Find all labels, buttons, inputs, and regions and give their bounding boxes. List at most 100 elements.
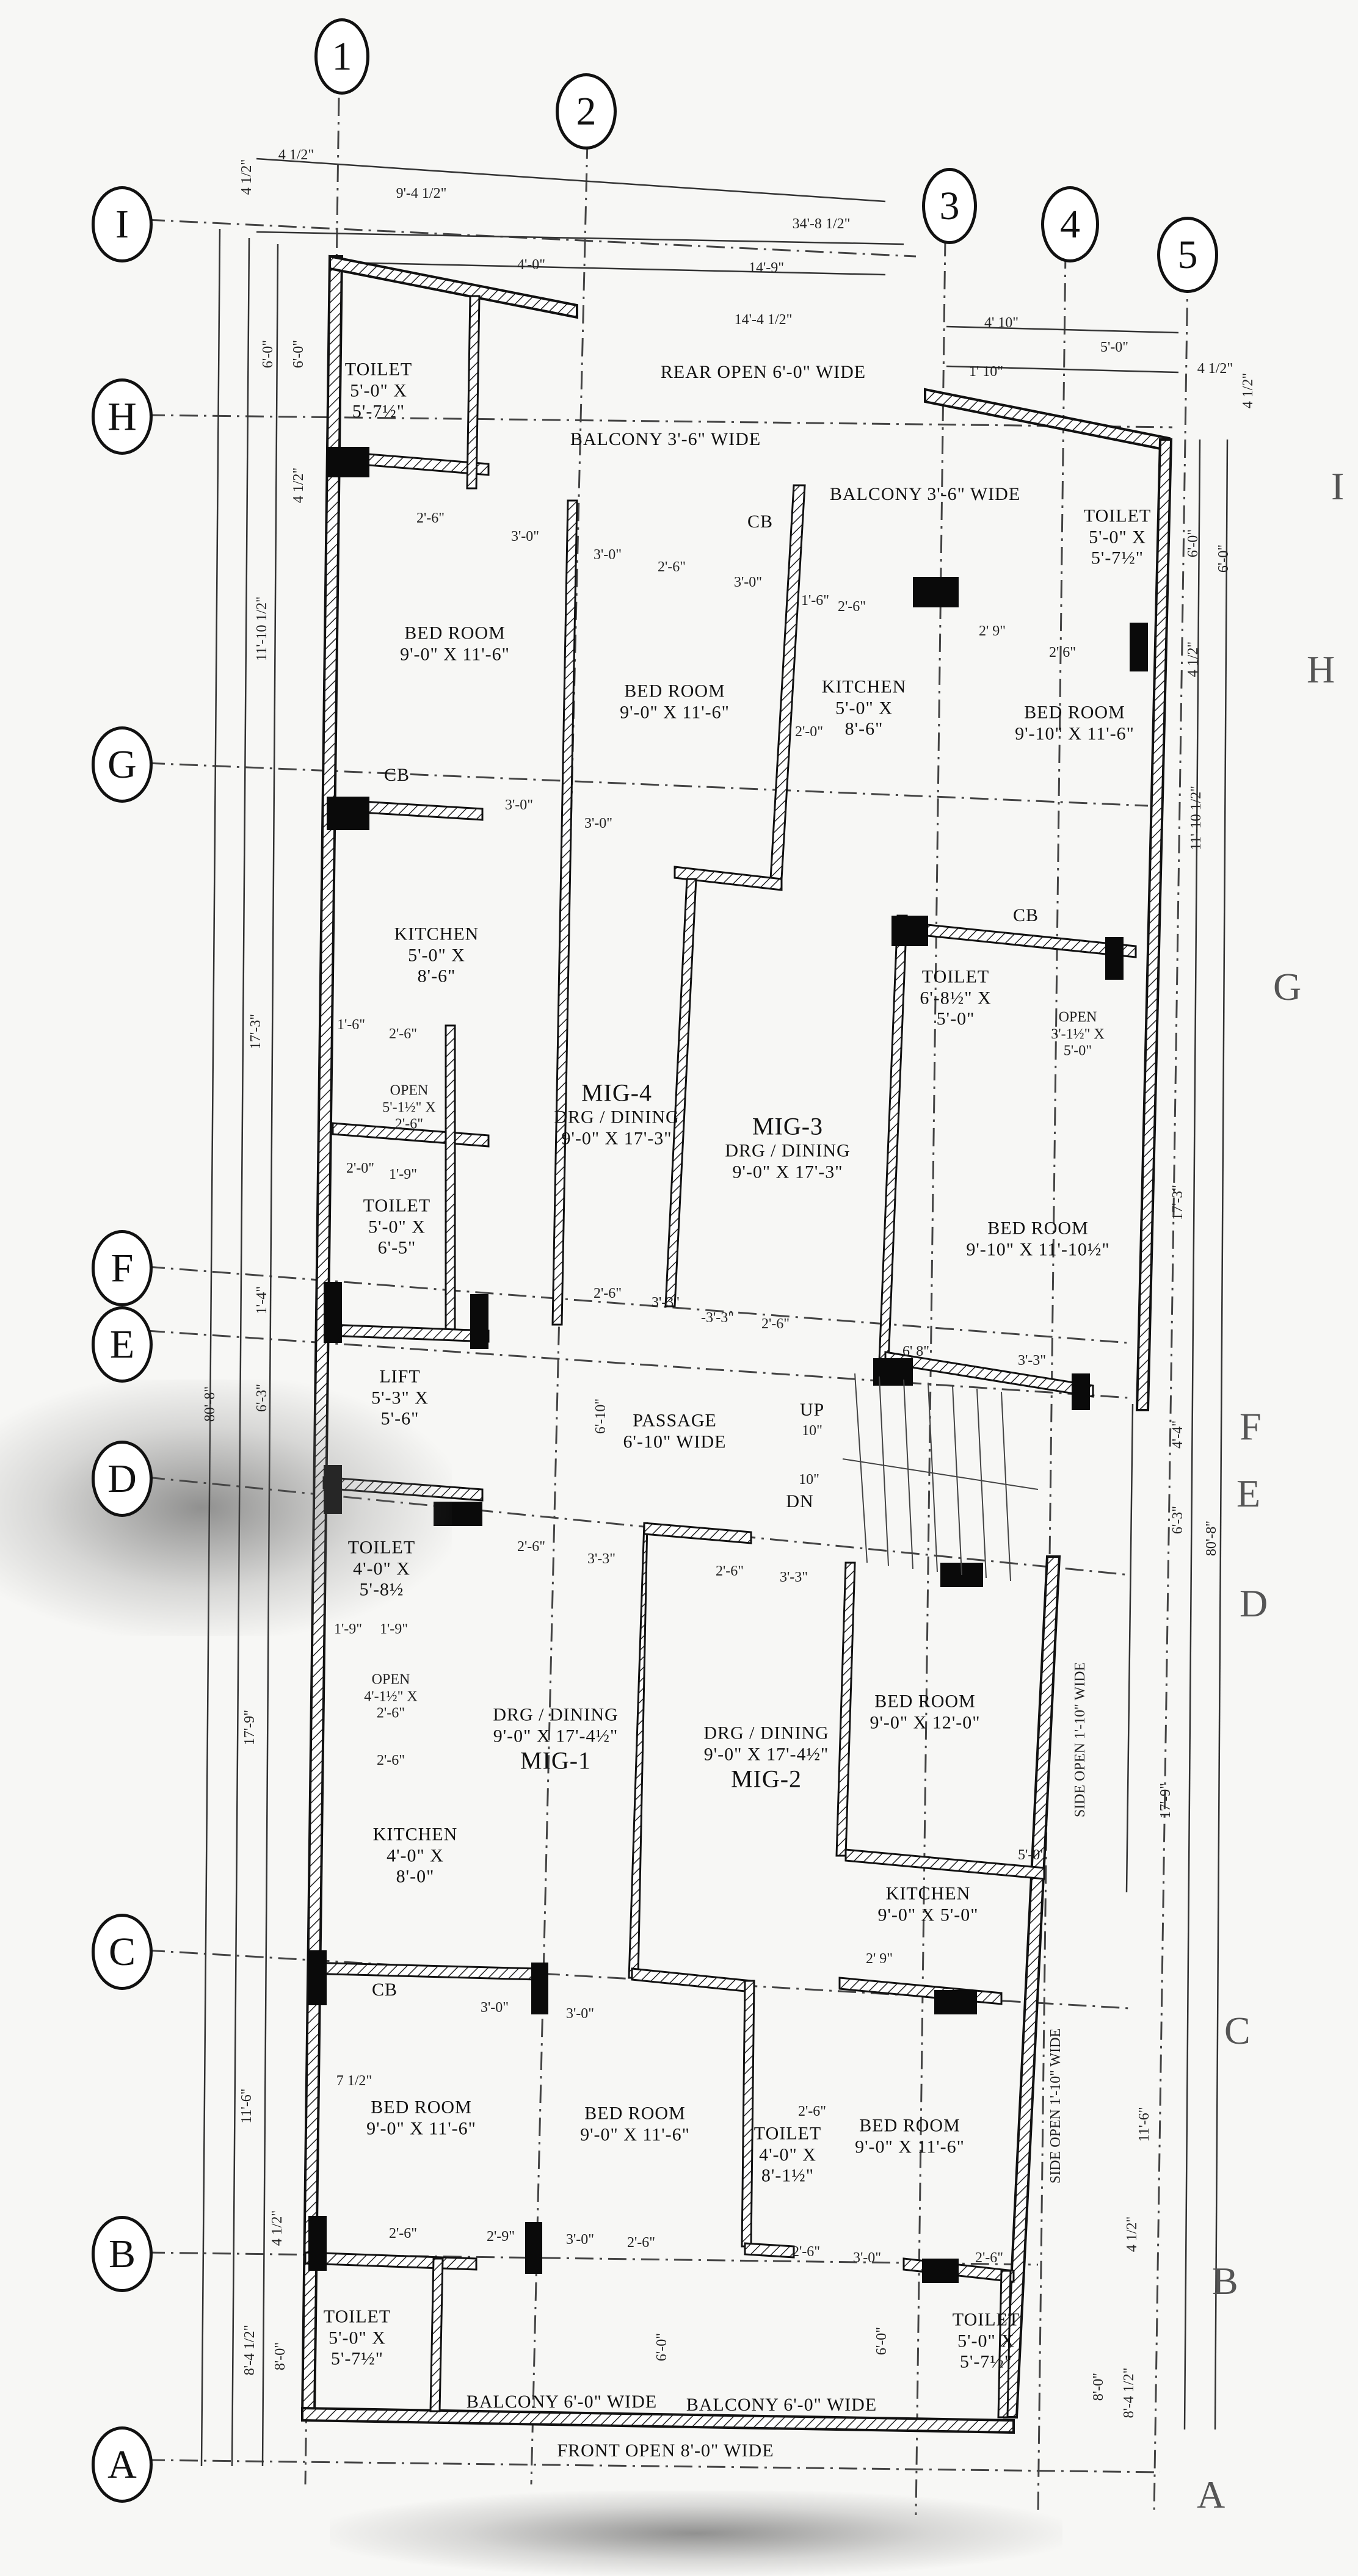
dim-inner: 2'-6"	[791, 2244, 821, 2260]
dim-top: 4'-0"	[517, 257, 546, 273]
dim-inner: 2'-6"	[626, 2235, 656, 2251]
dim-left: 8'-0"	[272, 2342, 289, 2371]
dim-inner: 3'-0"	[593, 547, 622, 563]
dim-right: 17'-9"	[1158, 1782, 1174, 1819]
dim-inner: 3'-0"	[565, 2006, 595, 2022]
dim-inner: 2'-6"	[975, 2250, 1004, 2267]
column	[470, 1294, 488, 1349]
grid-bubble-row-H: H	[92, 378, 153, 455]
grid-line-row-G	[146, 762, 1149, 807]
structural-columns	[308, 447, 1148, 2283]
ghost-label-G: G	[1273, 965, 1302, 1008]
wall-right-lower	[1003, 1555, 1061, 2419]
column	[1105, 937, 1124, 980]
label-balcony-bottom-1: BALCONY 6'-0" WIDE	[466, 2391, 658, 2412]
dim-inner: 1'-9"	[379, 1621, 408, 1638]
column	[1130, 623, 1148, 671]
grid-bubble-col-5: 5	[1157, 217, 1218, 293]
dim-top: 1' 10"	[968, 364, 1004, 380]
dim-inner: 1'-9"	[333, 1621, 363, 1638]
cb-label: CB	[383, 764, 410, 785]
dim-top: 4' 10"	[984, 315, 1019, 331]
grid-line-row-H	[146, 414, 1173, 429]
grid-bubble-row-D: D	[92, 1441, 153, 1517]
dim-inner: 3'-0"	[510, 529, 540, 545]
dim-inner: 3'-0"	[733, 574, 763, 591]
dim-inner: 2' 6"	[1048, 645, 1077, 661]
stair-steps	[842, 1373, 1039, 1582]
dim-inner: -3'-3"	[700, 1310, 735, 1326]
dim-right: 4 1/2"	[1124, 2216, 1141, 2252]
grid-line-row-I	[146, 219, 917, 258]
grid-line-row-F	[146, 1265, 1130, 1344]
dim-left: 4 1/2"	[291, 467, 307, 504]
dim-right: 8'-0"	[1091, 2372, 1107, 2401]
column	[913, 577, 959, 607]
dim-right: 4 1/2"	[1185, 641, 1202, 678]
grid-bubble-col-1: 1	[314, 18, 369, 95]
dim-top: 14'-4 1/2"	[734, 312, 793, 328]
grid-bubble-col-4: 4	[1041, 186, 1099, 262]
dim-inner: 3'-3"	[1017, 1353, 1047, 1369]
dimension-lines	[200, 157, 1229, 2467]
wall-right-upper	[1135, 438, 1173, 1411]
dim-inner: 2'-6"	[416, 510, 445, 527]
dim-left: 11'-6"	[239, 2088, 255, 2124]
dim-inner: 2'-6"	[715, 1563, 744, 1580]
column	[531, 1963, 548, 2014]
cb-label: CB	[1012, 905, 1039, 925]
dim-left: 6'-0"	[260, 339, 277, 369]
grid-bubble-row-E: E	[92, 1306, 153, 1383]
dim-top: 9'-4 1/2"	[396, 186, 447, 202]
dim-inner: 2'-6"	[797, 2104, 827, 2120]
dim-inner: 6'-10"	[593, 1398, 609, 1435]
dim-inner: 7 1/2"	[336, 2073, 372, 2089]
ghost-label-A: A	[1197, 2473, 1225, 2516]
dim-top: 4 1/2"	[278, 147, 314, 164]
label-side-open-1: SIDE OPEN 1'-10" WIDE	[1072, 1662, 1089, 1818]
dim-right: 6'-3"	[1170, 1505, 1186, 1535]
dim-inner: 3'-0"	[584, 816, 613, 832]
column	[525, 2222, 542, 2274]
label-balcony-top-right: BALCONY 3'-6" WIDE	[829, 483, 1021, 504]
column	[308, 2216, 327, 2271]
column	[1072, 1373, 1090, 1410]
dim-inner: 6' 8"	[902, 1344, 930, 1360]
dim-inner: 1'-6"	[801, 593, 830, 609]
grid-line-col-2	[530, 140, 589, 2485]
dim-top: 4 1/2"	[1240, 372, 1257, 409]
dim-inner: 2'-0"	[794, 724, 824, 740]
grid-line-row-B	[146, 2251, 1039, 2266]
dim-left: 1'-4"	[254, 1286, 271, 1315]
label-rear-open: REAR OPEN 6'-0" WIDE	[660, 361, 866, 382]
cb-label: CB	[747, 511, 774, 532]
column	[891, 916, 928, 946]
dim-left: 17'-3"	[248, 1013, 264, 1050]
column	[324, 1282, 342, 1343]
grid-bubble-row-C: C	[92, 1914, 153, 1990]
dim-left: 6'-3"	[254, 1383, 271, 1413]
wall-bottom	[301, 2406, 1015, 2434]
dim-right: 17'-3"	[1170, 1184, 1186, 1221]
dim-inner: 2'-9"	[486, 2229, 515, 2245]
dim-right: 80'-8"	[1204, 1520, 1220, 1557]
dim-inner: 3'-0"	[565, 2232, 595, 2248]
ghost-label-E: E	[1236, 1472, 1261, 1515]
